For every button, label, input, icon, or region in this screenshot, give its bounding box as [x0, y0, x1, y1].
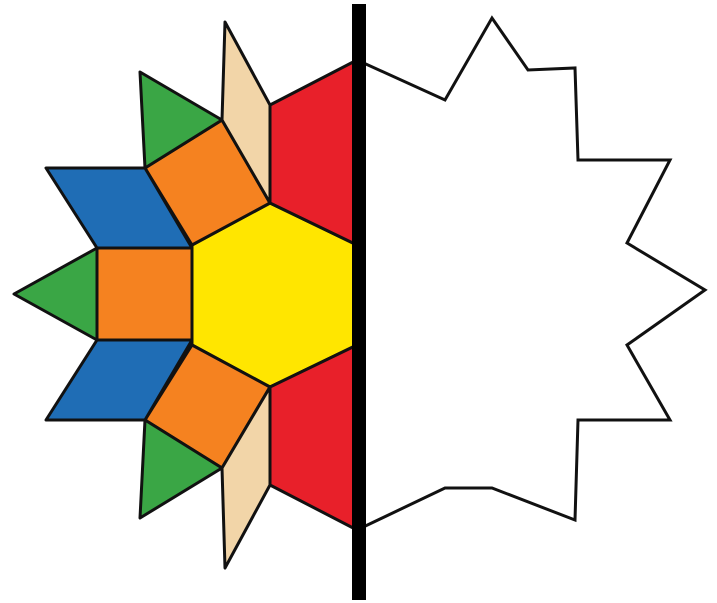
triangle-piece-left: [14, 248, 97, 340]
pattern-blocks-left-half: [14, 22, 357, 568]
reflection-outline: [357, 18, 705, 530]
square-piece-middle: [97, 248, 192, 340]
